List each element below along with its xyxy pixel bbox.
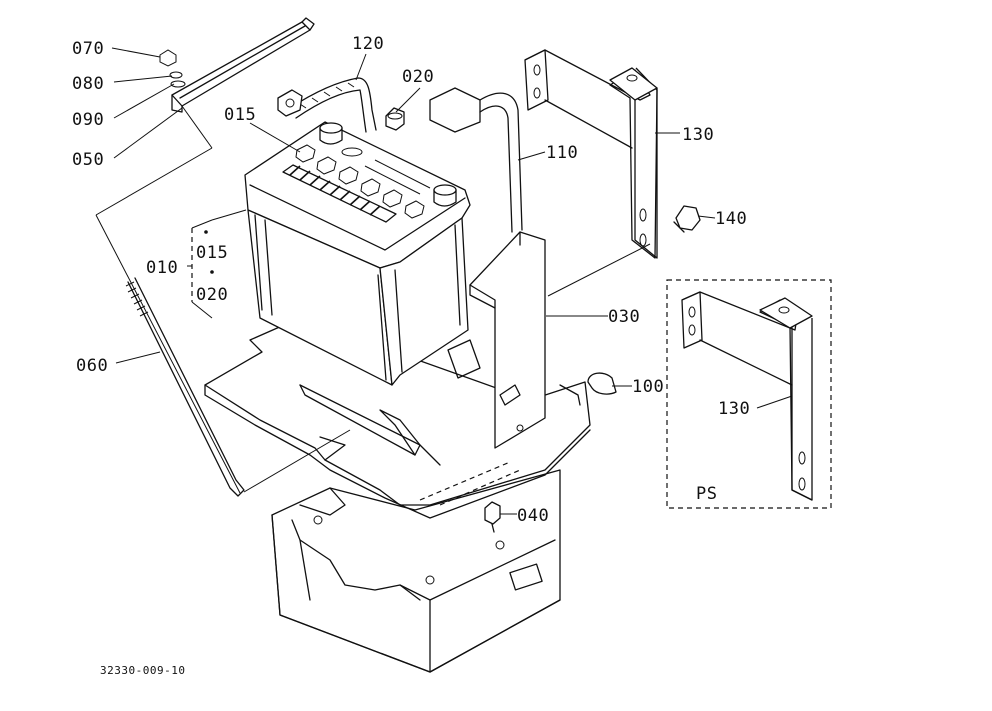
stay-bolt — [673, 205, 701, 233]
label-100: 100 — [632, 377, 664, 397]
label-120: 120 — [352, 34, 384, 54]
label-130-main: 130 — [682, 125, 714, 145]
inset-label-ps: PS — [696, 484, 717, 504]
part-labels: 070 080 090 050 120 020 015 110 130 140 … — [72, 34, 750, 677]
label-050: 050 — [72, 150, 104, 170]
label-140: 140 — [715, 209, 747, 229]
label-110: 110 — [546, 143, 578, 163]
label-015-group: 015 — [196, 243, 228, 263]
hold-down-rod — [95, 105, 351, 497]
ps-inset — [666, 279, 832, 509]
positive-cable — [277, 77, 377, 133]
hold-down-bar — [159, 17, 315, 113]
leader-lines — [111, 47, 793, 515]
battery-stay — [524, 49, 658, 297]
tray-bolt — [484, 501, 501, 533]
label-020-group: 020 — [196, 285, 228, 305]
label-080: 080 — [72, 74, 104, 94]
label-040: 040 — [517, 506, 549, 526]
negative-cable — [429, 87, 523, 233]
label-010: 010 — [146, 258, 178, 278]
label-030: 030 — [608, 307, 640, 327]
drawing-code: 32330-009-10 — [100, 664, 185, 677]
battery-bracket — [447, 231, 546, 449]
label-130-ps: 130 — [718, 399, 750, 419]
label-015-top: 015 — [224, 105, 256, 125]
battery-tray — [204, 317, 591, 519]
label-070: 070 — [72, 39, 104, 59]
battery — [244, 121, 471, 386]
label-020-top: 020 — [402, 67, 434, 87]
cable-clip — [587, 372, 617, 395]
label-090: 090 — [72, 110, 104, 130]
terminal-bolt — [385, 107, 405, 131]
label-060: 060 — [76, 356, 108, 376]
